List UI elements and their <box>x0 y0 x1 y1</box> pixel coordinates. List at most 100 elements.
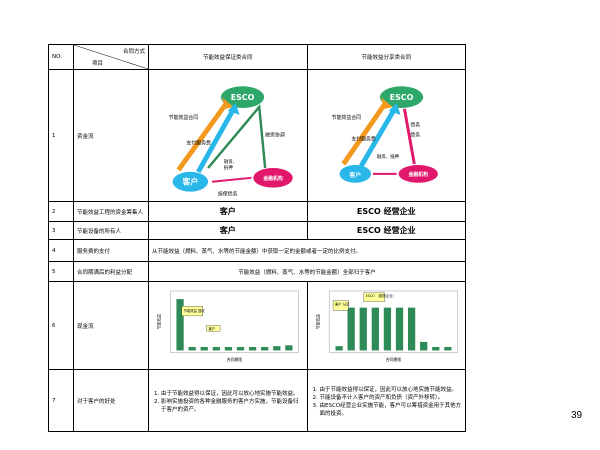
note-item: 由于节能效益得以保证，因此可以放心地实施节能效益。 <box>320 385 463 393</box>
label-pay: 支付服务费 <box>351 135 376 142</box>
label-benefit: 节能效益合同 <box>169 114 199 121</box>
client-node <box>339 165 371 183</box>
header-diag-bottom: 项目 <box>92 61 104 67</box>
blue-arrowhead <box>227 103 240 115</box>
cell-span: 节能效益（燃料、蒸气、水等的节能金额）全部归于客户 <box>148 261 466 282</box>
client-node <box>172 171 209 192</box>
esco-node <box>220 86 265 108</box>
label-mort: 融资、 <box>224 158 237 165</box>
cell-c2: ESCO 经营企业 <box>306 201 466 222</box>
row-item: 节能效益工程的资金筹集人 <box>73 201 149 222</box>
row-item: 服务费的支付 <box>73 239 149 262</box>
row-no: 1 <box>48 69 74 202</box>
chart-bar <box>188 347 196 351</box>
blue-arrow <box>196 107 236 174</box>
diagram-share: ESCO 客户 金融机构 节能效益合同 支付服务费 债务 债务 融资、抵押 <box>306 69 466 202</box>
note-item: 影响实施投资的各种金融服务的客户方实施，节能设备归于客户的资产。 <box>161 397 304 413</box>
cell-notes-2: 由于节能效益得以保证，因此可以放心地实施节能效益。 节能设备不计入客户的资产和负… <box>306 369 466 432</box>
chart-note2: ESCO （服务企业） <box>365 293 395 298</box>
orange-arrowhead <box>221 97 234 109</box>
row-1: 1 资金流 ESCO 客户 金融机构 节能效益合同 支付服务费 融资协调 融资、 <box>48 69 466 202</box>
row-6: 6 现金流 节能效益 合同期限 节能效益 回收 客户 节能效益 合同期限 客户 … <box>48 281 466 370</box>
row-no: 2 <box>48 201 74 222</box>
row-no: 4 <box>48 239 74 262</box>
label-debt: 债务 <box>410 122 420 129</box>
cashflow-chart-2: 节能效益 合同期限 客户 分享 ESCO （服务企业） <box>315 290 458 362</box>
red-arrow <box>211 176 252 183</box>
comparison-table: NO. 合同方式 项目 节能效益保证类合同 节能效益分享类合同 1 资金流 ES… <box>48 44 466 432</box>
pink-arrow <box>402 108 416 165</box>
chart-bar <box>224 347 233 351</box>
header-col1: 节能效益保证类合同 <box>148 44 308 70</box>
cell-notes-1: 由于节能效益得以保证，因此可以放心地实施节能效益。 影响实施投资的各种金融服务的… <box>148 369 308 432</box>
esco-node <box>379 86 423 108</box>
client-label: 客户 <box>181 177 198 187</box>
label-debt2: 债务 <box>410 131 420 138</box>
header-row: NO. 合同方式 项目 节能效益保证类合同 节能效益分享类合同 <box>48 44 466 70</box>
label-mort2: 抵押 <box>224 164 233 171</box>
header-col2: 节能效益分享类合同 <box>306 44 466 70</box>
label-share: 节能效益合同 <box>331 114 361 121</box>
chart-bar <box>383 307 391 351</box>
note-item: 由ESCO经营企业实施节能，客户可以筹措资金用于其他方面的投资。 <box>320 401 463 417</box>
note-item: 节能设备不计入客户的资产和负债（资产外移转）。 <box>320 393 463 401</box>
note-item: 由于节能效益得以保证，因此可以放心地实施节能效益。 <box>161 389 304 397</box>
chart-bar <box>261 347 269 351</box>
chart-note1: 节能效益 回收 <box>184 308 206 313</box>
cell-span: 从节能效益（燃料、蒸气、水等的节能金额）中获取一定的金额或者一定的比例支付。 <box>148 239 466 262</box>
chart-bar <box>395 307 403 351</box>
chart-bar <box>248 347 257 351</box>
row-4: 4 服务费的支付 从节能效益（燃料、蒸气、水等的节能金额）中获取一定的金额或者一… <box>48 239 466 262</box>
blue-arrow <box>358 107 397 168</box>
row-item: 现金流 <box>73 281 149 370</box>
blue-arrowhead <box>388 103 401 115</box>
chart-bar <box>443 347 451 351</box>
row-no: 5 <box>48 261 74 282</box>
orange-arrowhead <box>380 97 393 109</box>
label-guarantee: 担保债务 <box>218 191 238 198</box>
cashflow-chart-1: 节能效益 合同期限 节能效益 回收 客户 <box>157 290 299 362</box>
green-arrow <box>207 103 267 169</box>
chart-ylabel: 节能效益 <box>157 314 162 329</box>
chart-bar <box>236 347 245 351</box>
diagram-guarantee: ESCO 客户 金融机构 节能效益合同 支付服务费 融资协调 融资、 抵押 担保… <box>148 69 308 202</box>
page-number: 39 <box>571 410 583 421</box>
chart-bar <box>273 346 281 351</box>
finance-label: 金融机构 <box>262 175 283 182</box>
chart-xlabel: 合同期限 <box>385 357 400 362</box>
cell-c1: 客户 <box>148 221 308 240</box>
chart-bar <box>407 307 415 351</box>
row-2: 2 节能效益工程的资金筹集人 客户 ESCO 经营企业 <box>48 201 466 222</box>
cell-c2: ESCO 经营企业 <box>306 221 466 240</box>
row-7: 7 对于客户的好处 由于节能效益得以保证，因此可以放心地实施节能效益。 影响实施… <box>48 369 466 432</box>
label-mort: 融资、抵押 <box>376 153 399 160</box>
header-diagonal-cell: 合同方式 项目 <box>73 44 149 70</box>
label-loan: 融资协调 <box>265 131 285 138</box>
chart-bar <box>359 307 367 351</box>
chart-note1: 客户 分享 <box>334 301 349 306</box>
orange-arrow <box>176 102 228 172</box>
chart-bar <box>212 347 220 351</box>
esco-label: ESCO <box>231 93 255 102</box>
row-item: 合同期满后的利益分配 <box>73 261 149 282</box>
chart-bar <box>431 347 439 351</box>
chart-bar <box>347 307 355 351</box>
client-label: 客户 <box>348 171 361 179</box>
row-no: 6 <box>48 281 74 370</box>
finance-node <box>398 165 438 183</box>
row-5: 5 合同期满后的利益分配 节能效益（燃料、蒸气、水等的节能金额）全部归于客户 <box>48 261 466 282</box>
chart-note2: 客户 <box>209 326 216 331</box>
chart-ylabel: 节能效益 <box>315 314 320 329</box>
row-no: 3 <box>48 221 74 240</box>
chart-bar <box>419 341 427 351</box>
row-item: 节能设备的所有人 <box>73 221 149 240</box>
chart-bar <box>285 345 293 351</box>
row-item: 对于客户的好处 <box>73 369 149 432</box>
row-3: 3 节能设备的所有人 客户 ESCO 经营企业 <box>48 221 466 240</box>
header-no: NO. <box>48 44 74 70</box>
row-no: 7 <box>48 369 74 432</box>
chart-xlabel: 合同期限 <box>227 357 242 362</box>
esco-label: ESCO <box>389 93 413 102</box>
cell-c1: 客户 <box>148 201 308 222</box>
chart-cell-2: 节能效益 合同期限 客户 分享 ESCO （服务企业） <box>306 281 466 370</box>
